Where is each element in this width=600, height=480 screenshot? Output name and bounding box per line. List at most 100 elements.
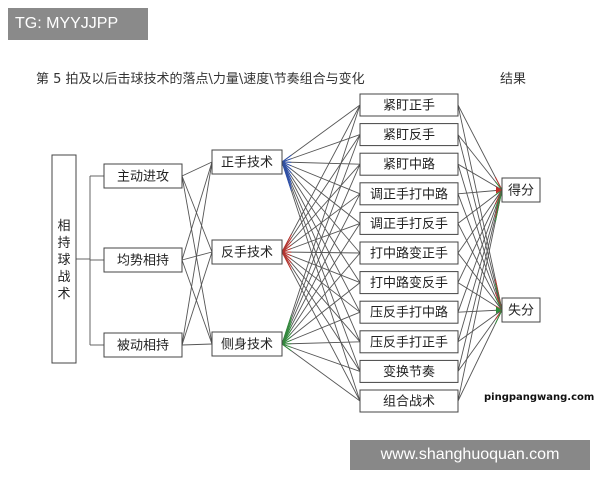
nodes-layer: 相持球战术主动进攻均势相持被动相持正手技术反手技术侧身技术紧盯正手紧盯反手紧盯中… xyxy=(51,93,541,413)
edge-col2-col3 xyxy=(281,251,361,254)
node-c2b-box xyxy=(211,239,283,265)
edge-col2-col3 xyxy=(281,193,361,253)
node-t11: 组合战术 xyxy=(359,389,459,413)
node-t1-box xyxy=(359,93,459,117)
edge-col3-result-tint xyxy=(494,296,503,311)
edge-col2-col3 xyxy=(281,343,361,372)
result-column-label: 结果 xyxy=(500,72,527,87)
edge-col2-col3 xyxy=(281,193,361,345)
node-c1c: 被动相持 xyxy=(103,332,183,358)
node-t3-label: 紧盯中路 xyxy=(383,157,435,173)
edge-col3-result xyxy=(457,189,503,254)
node-c2a-label: 正手技术 xyxy=(221,156,273,171)
node-c1c-box xyxy=(103,332,183,358)
node-t4: 调正手打中路 xyxy=(359,182,459,206)
edge-col2-col3-tint xyxy=(281,343,292,352)
node-c2c: 侧身技术 xyxy=(211,331,283,357)
edge-col2-col3 xyxy=(281,251,361,402)
node-t4-label: 调正手打中路 xyxy=(370,186,448,202)
node-t9-box xyxy=(359,330,459,354)
arrow-head-icon xyxy=(496,186,502,194)
edge-col3-result xyxy=(457,189,503,402)
edge-col2-col3 xyxy=(281,104,361,253)
node-t6-label: 打中路变正手 xyxy=(370,246,448,262)
node-t6: 打中路变正手 xyxy=(359,241,459,265)
edge-col2-col3 xyxy=(281,104,361,163)
edge-col3-result xyxy=(457,189,503,342)
node-c1a-label: 主动进攻 xyxy=(117,170,169,185)
node-r1-label: 得分 xyxy=(508,183,534,199)
edge-col2-col3 xyxy=(281,343,361,402)
node-t1: 紧盯正手 xyxy=(359,93,459,117)
edge-col2-col3 xyxy=(281,134,361,345)
edge-col2-col3-tint xyxy=(281,241,292,253)
edge-col3-result-tint xyxy=(494,309,503,324)
edge-col2-col3 xyxy=(281,341,361,345)
node-root-char: 战 xyxy=(57,270,70,285)
edge-col3-result xyxy=(457,189,503,195)
edge-col3-result xyxy=(457,163,503,191)
node-t8: 压反手打中路 xyxy=(359,300,459,324)
node-c2b-label: 反手技术 xyxy=(221,246,273,261)
edge-col2-col3 xyxy=(281,161,361,313)
node-t11-box xyxy=(359,389,459,413)
edge-col2-col3 xyxy=(281,282,361,345)
node-t10: 变换节奏 xyxy=(359,359,459,383)
edge-col2-col3 xyxy=(281,251,361,372)
edge-col2-col3 xyxy=(281,161,361,342)
node-t7-label: 打中路变反手 xyxy=(370,275,448,291)
node-root-char: 相 xyxy=(57,219,70,234)
edge-col1-col2 xyxy=(181,161,213,261)
edge-col2-col3-tint xyxy=(281,336,292,345)
edge-col2-col3-tint xyxy=(281,343,292,348)
node-t1-label: 紧盯正手 xyxy=(383,99,435,114)
node-t3: 紧盯中路 xyxy=(359,152,459,176)
edge-col3-result xyxy=(457,104,503,191)
edge-col2-col3-tint xyxy=(281,339,292,345)
edge-col1-col2 xyxy=(181,175,213,345)
edge-col2-col3-tint xyxy=(281,161,292,191)
edge-col3-result xyxy=(457,189,503,372)
edge-col3-result-tint xyxy=(495,181,503,191)
edge-col1-col2 xyxy=(181,175,213,253)
edge-col2-col3 xyxy=(281,251,361,284)
node-c2b: 反手技术 xyxy=(211,239,283,265)
node-t10-box xyxy=(359,359,459,383)
edge-col2-col3 xyxy=(281,161,361,402)
node-t11-label: 组合战术 xyxy=(383,395,435,410)
node-root-char: 持 xyxy=(57,236,70,251)
node-c1a: 主动进攻 xyxy=(103,163,183,189)
node-r2-label: 失分 xyxy=(508,304,534,319)
node-root-char: 球 xyxy=(57,253,70,268)
edge-col3-result-tint xyxy=(495,185,503,191)
node-c2a: 正手技术 xyxy=(211,149,283,175)
node-r1: 得分 xyxy=(501,177,541,203)
edge-col2-col3 xyxy=(281,161,361,372)
edge-col1-col2 xyxy=(181,161,213,346)
edge-col2-col3-tint xyxy=(281,161,292,167)
edge-col2-col3 xyxy=(281,223,361,345)
node-t9-label: 压反手打正手 xyxy=(370,335,448,350)
node-t5-label: 调正手打反手 xyxy=(370,217,448,232)
edge-col3-result xyxy=(457,104,503,311)
node-t7: 打中路变反手 xyxy=(359,271,459,295)
edge-col2-col3-tint xyxy=(281,248,292,253)
edge-col1-col2 xyxy=(181,343,213,346)
edge-col3-result-tint xyxy=(495,305,503,311)
node-c2a-box xyxy=(211,149,283,175)
edge-col2-col3 xyxy=(281,163,361,253)
edge-col2-col3 xyxy=(281,134,361,163)
watermark-shanghuoquan: www.shanghuoquan.com xyxy=(350,440,590,470)
node-c2c-box xyxy=(211,331,283,357)
node-c1b-label: 均势相持 xyxy=(117,253,169,269)
edge-col1-col2 xyxy=(181,251,213,346)
node-c1b: 均势相持 xyxy=(103,247,183,273)
edge-col3-result xyxy=(457,134,503,191)
edge-col2-col3-tint xyxy=(281,332,292,345)
edge-col2-col3 xyxy=(281,251,361,343)
node-t8-label: 压反手打中路 xyxy=(370,305,448,321)
edge-col2-col3 xyxy=(281,161,361,165)
edge-col3-result xyxy=(457,309,503,343)
